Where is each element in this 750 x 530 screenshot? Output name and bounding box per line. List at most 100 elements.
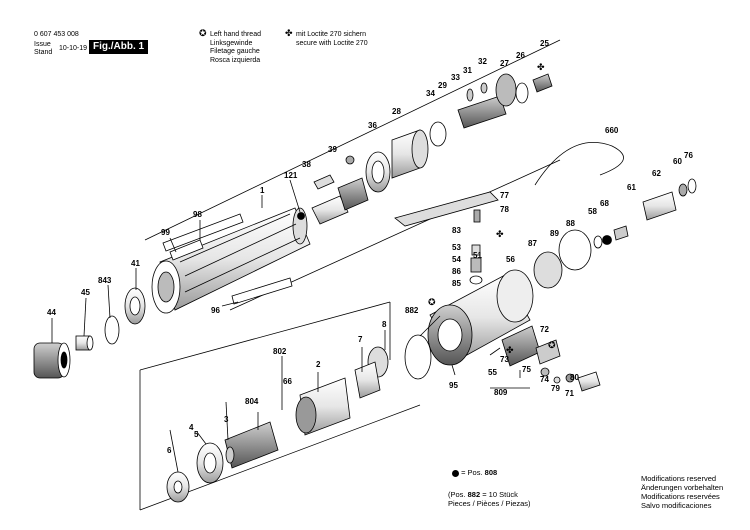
label-58: 58 — [588, 207, 597, 216]
label-1: 1 — [260, 186, 265, 195]
label-39: 39 — [328, 145, 337, 154]
label-25: 25 — [540, 39, 549, 48]
modifications-note: Modifications reserved Änderungen vorbeh… — [641, 474, 723, 510]
pieces-prefix: (Pos. — [448, 490, 466, 499]
part-1-housing — [151, 207, 311, 314]
label-87: 87 — [528, 239, 537, 248]
label-843: 843 — [98, 276, 112, 285]
pieces-line2: Pieces / Pièces / Piezas) — [448, 499, 531, 508]
loctite-marker-56: ✤ — [496, 229, 504, 239]
label-72: 72 — [540, 325, 549, 334]
guide-line-top — [144, 39, 561, 241]
part-38-spindle — [311, 155, 369, 225]
modifications-de: Änderungen vorbehalten — [641, 483, 724, 492]
part-95-motor-housing — [427, 269, 534, 366]
label-79: 79 — [551, 384, 560, 393]
ball-icon — [452, 469, 459, 477]
issue-date: 10-10-19 — [59, 45, 88, 52]
part-99-label-plate — [169, 239, 204, 261]
label-62: 62 — [652, 169, 661, 178]
label-99: 99 — [161, 228, 170, 237]
figure-label: Fig./Abb. 1 — [89, 40, 149, 54]
label-121: 121 — [284, 171, 298, 180]
label-68: 68 — [600, 199, 609, 208]
label-71: 71 — [565, 389, 574, 398]
modifications-en: Modifications reserved — [641, 474, 717, 483]
part-4-bearing — [196, 442, 224, 484]
issue-label: Issue — [34, 41, 51, 48]
stand-label: Stand — [34, 49, 53, 56]
label-802: 802 — [273, 347, 287, 356]
label-78: 78 — [500, 205, 509, 214]
label-66: 66 — [283, 377, 292, 386]
modifications-es: Salvo modificaciones — [641, 501, 712, 510]
label-86: 86 — [452, 267, 461, 276]
part-882-o-ring — [404, 334, 432, 380]
part-25-fitting — [532, 73, 553, 93]
label-3: 3 — [224, 415, 229, 424]
label-7: 7 — [358, 335, 363, 344]
label-6: 6 — [167, 446, 172, 455]
label-660: 660 — [605, 126, 619, 135]
part-26-disc — [515, 82, 529, 104]
label-28: 28 — [392, 107, 401, 116]
label-41: 41 — [131, 259, 140, 268]
part-121-ball — [297, 212, 305, 220]
guide-line-lower-top — [139, 301, 391, 371]
label-83: 83 — [452, 226, 461, 235]
label-76: 76 — [684, 151, 693, 160]
part-5-rotor — [224, 421, 279, 469]
label-51: 51 — [473, 251, 482, 260]
part-41-bearing — [124, 287, 146, 325]
part-28-sleeve — [391, 129, 429, 179]
label-98: 98 — [193, 210, 202, 219]
part-62-inlet — [642, 191, 677, 221]
label-38: 38 — [302, 160, 311, 169]
label-29: 29 — [438, 81, 447, 90]
label-44: 44 — [47, 308, 56, 317]
part-44-end-cap — [33, 342, 71, 379]
left-thread-es: Rosca izquierda — [210, 56, 261, 64]
label-54: 54 — [452, 255, 461, 264]
label-53: 53 — [452, 243, 461, 252]
part-34-washer — [429, 121, 447, 147]
left-thread-icon: ✪ — [199, 28, 207, 38]
modifications-fr: Modifications reservées — [641, 492, 720, 501]
label-32: 32 — [478, 57, 487, 66]
left-thread-de: Linksgewinde — [210, 39, 253, 47]
label-804: 804 — [245, 397, 259, 406]
label-88: 88 — [566, 219, 575, 228]
pieces-suffix: = 10 Stück — [482, 490, 518, 499]
label-2: 2 — [316, 360, 321, 369]
part-58-seal — [593, 235, 603, 249]
loctite-marker-25: ✤ — [537, 62, 545, 72]
part-809-valve-assembly — [501, 325, 601, 392]
part-6-bearing — [166, 471, 190, 503]
part-60-seal — [678, 183, 688, 197]
label-89: 89 — [550, 229, 559, 238]
loctite-de: mit Loctite 270 sichern — [296, 31, 367, 38]
label-4: 4 — [189, 423, 194, 432]
label-95: 95 — [449, 381, 458, 390]
left-thread-marker-882: ✪ — [428, 297, 436, 307]
left-thread-legend: Left hand thread Linksgewinde Filetage g… — [210, 31, 261, 65]
label-882: 882 — [405, 306, 419, 315]
part-843-circlip — [104, 315, 120, 345]
label-60: 60 — [673, 157, 682, 166]
part-36-bearing — [365, 151, 391, 193]
part-2-cylinder — [295, 377, 351, 436]
label-73: 73 — [500, 355, 509, 364]
part-labels: 1 2 3 4 5 6 7 8 25 26 27 28 29 31 32 33 … — [47, 39, 693, 455]
pos-note: = Pos. 808 — [452, 468, 497, 477]
pos-note-text: = Pos. — [461, 468, 483, 477]
label-33: 33 — [451, 73, 460, 82]
part-98-label-plate — [162, 213, 244, 252]
left-thread-marker-72: ✪ — [548, 340, 556, 350]
part-number: 0 607 453 008 — [34, 31, 79, 38]
part-54-spring — [613, 225, 629, 241]
label-26: 26 — [516, 51, 525, 60]
pieces-pos: 882 — [467, 490, 481, 499]
pieces-note: (Pos. 882 = 10 Stück Pieces / Pièces / P… — [448, 490, 531, 508]
